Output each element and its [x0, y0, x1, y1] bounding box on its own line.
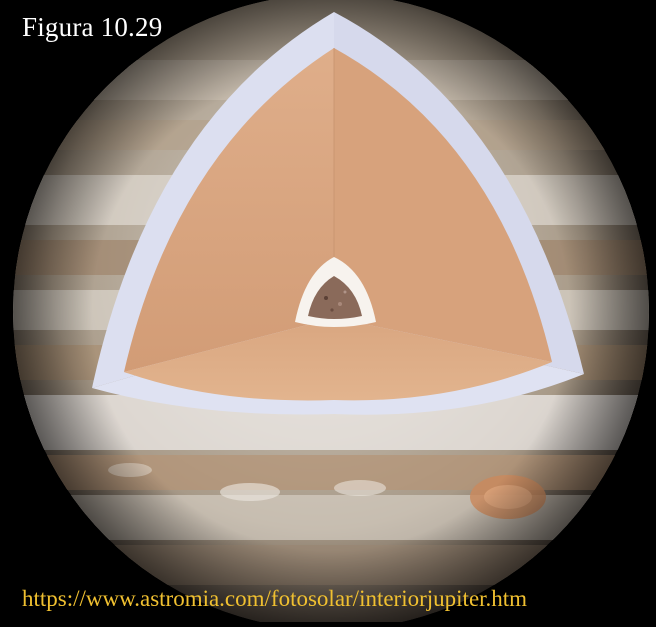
- source-url[interactable]: https://www.astromia.com/fotosolar/inter…: [22, 586, 527, 612]
- figure-label: Figura 10.29: [22, 12, 162, 43]
